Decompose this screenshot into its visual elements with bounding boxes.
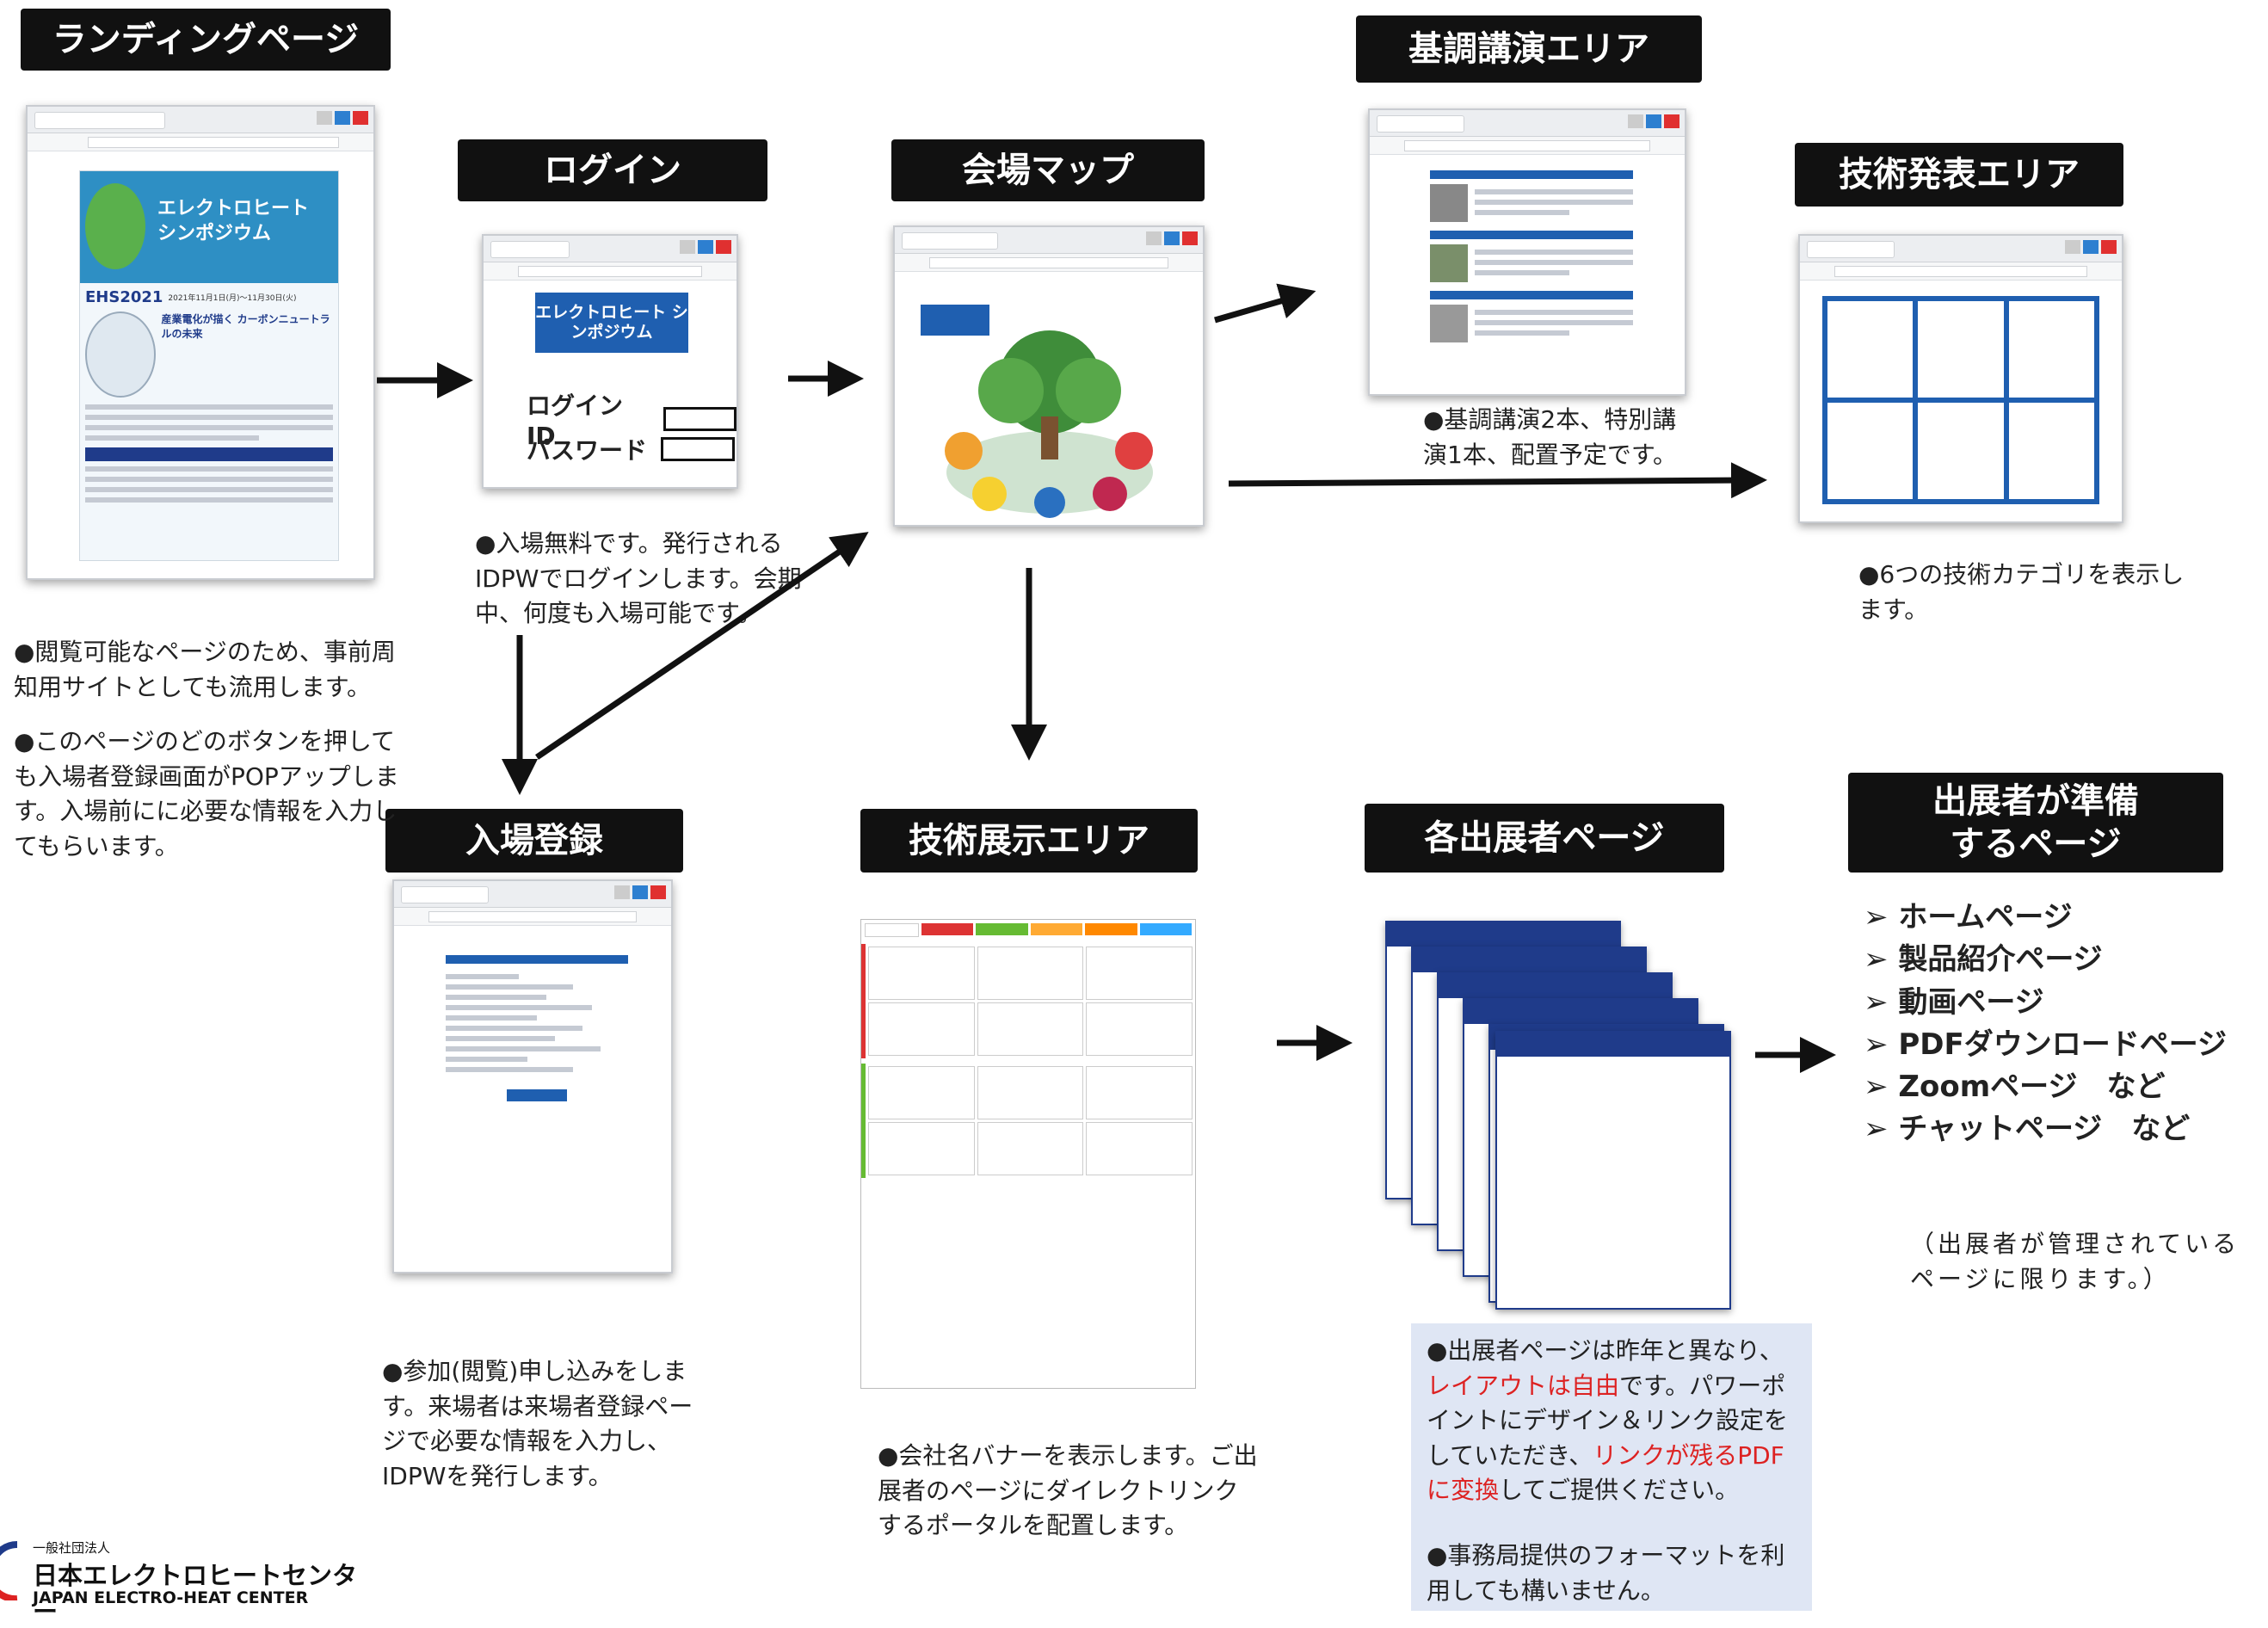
list-item: Zoomページ など: [1864, 1066, 2227, 1108]
label-login: ログイン: [458, 139, 767, 201]
list-item: ホームページ: [1864, 897, 2227, 939]
logo-org-ja: 日本エレクトロヒートセンター: [33, 1561, 358, 1626]
keynote-screenshot: [1368, 108, 1686, 396]
label-tech-exhibition: 技術展示エリア: [860, 809, 1198, 873]
arrow-map-tech-presentation: [1228, 462, 1767, 499]
label-exhibitor-pages: 各出展者ページ: [1365, 804, 1724, 873]
registration-screenshot: [392, 879, 673, 1273]
venue-map-screenshot: [893, 225, 1205, 527]
list-item: 動画ページ: [1864, 982, 2227, 1024]
login-password-label: パスワード: [527, 436, 648, 465]
list-item: 製品紹介ページ: [1864, 939, 2227, 981]
note-landing-2: ●このページのどのボタンを押しても入場者登録画面がPOPアップします。入場前にに…: [14, 727, 399, 860]
note-keynote: ●基調講演2本、特別講演1本、配置予定です。: [1423, 405, 1678, 469]
note-exhibitor-managed: （出展者が管理されているページに限ります。）: [1910, 1230, 2240, 1293]
landing-page-screenshot: エレクトロヒート シンポジウム EHS2021 2021年11月1日(月)〜11…: [26, 105, 375, 580]
note-tech-exhibition: ●会社名バナーを表示します。ご出展者のページにダイレクトリンクするポータルを配置…: [878, 1441, 1258, 1540]
note-login: ●入場無料です。発行されるIDPWでログインします。会期中、何度も入場可能です。: [475, 529, 802, 628]
note-registration: ●参加(閲覧)申し込みをします。来場者は来場者登録ページで必要な情報を入力し、I…: [382, 1357, 693, 1490]
arrow-registration-map: [535, 532, 869, 760]
flyer-title: エレクトロヒート シンポジウム: [157, 198, 310, 244]
login-id-label: ログインID: [527, 392, 624, 450]
registration-submit-button[interactable]: [507, 1089, 567, 1101]
tech-presentation-screenshot: [1798, 234, 2123, 523]
logo-org-en: JAPAN ELECTRO-HEAT CENTER: [33, 1588, 309, 1607]
note-exhibitor-2: ●事務局提供のフォーマットを利用しても構いません。: [1427, 1541, 1785, 1605]
login-screenshot: エレクトロヒート シンポジウム ログインID パスワード: [482, 234, 738, 489]
arrow-map-keynote: [1214, 283, 1316, 324]
flyer-header: エレクトロヒート シンポジウム: [80, 171, 338, 283]
exhibitor-page-list: ホームページ 製品紹介ページ 動画ページ PDFダウンロードページ Zoomペー…: [1864, 897, 2227, 1151]
tech-exhibition-screenshot: [860, 919, 1196, 1389]
note-tech-presentation: ●6つの技術カテゴリを表示します。: [1858, 560, 2185, 624]
flyer-dates: 2021年11月1日(月)〜11月30日(火): [168, 294, 297, 303]
logo-org-small: 一般社団法人: [33, 1540, 111, 1556]
login-banner: エレクトロヒート シンポジウム: [535, 293, 688, 353]
jehc-logo: 一般社団法人 日本エレクトロヒートセンター JAPAN ELECTRO-HEAT…: [0, 1535, 361, 1626]
exhibitor-note-box: ●出展者ページは昨年と異なり、レイアウトは自由です。パワーポイントにデザイン＆リ…: [1411, 1323, 1812, 1611]
login-id-field[interactable]: [663, 406, 736, 431]
label-exhibitor-prepared: 出展者が準備 するページ: [1848, 773, 2223, 873]
label-registration: 入場登録: [385, 809, 683, 873]
login-password-field[interactable]: [661, 437, 736, 461]
list-item: PDFダウンロードページ: [1864, 1024, 2227, 1066]
label-keynote: 基調講演エリア: [1356, 15, 1702, 83]
label-landing: ランディングページ: [21, 9, 391, 71]
flyer-tagline: 産業電化が描く カーボンニュートラルの未来: [161, 313, 330, 340]
venue-map-illustration: [945, 330, 1153, 518]
note-exhibitor-1: ●出展者ページは昨年と異なり、レイアウトは自由です。パワーポイントにデザイン＆リ…: [1427, 1336, 1789, 1505]
list-item: チャットページ など: [1864, 1108, 2227, 1150]
jehc-logo-icon: [0, 1541, 18, 1600]
flyer-ehs: EHS2021: [85, 288, 163, 306]
note-landing-1: ●閲覧可能なページのため、事前周知用サイトとしても流用します。: [14, 638, 396, 701]
label-venue-map: 会場マップ: [891, 139, 1205, 201]
label-tech-presentation: 技術発表エリア: [1795, 143, 2123, 207]
